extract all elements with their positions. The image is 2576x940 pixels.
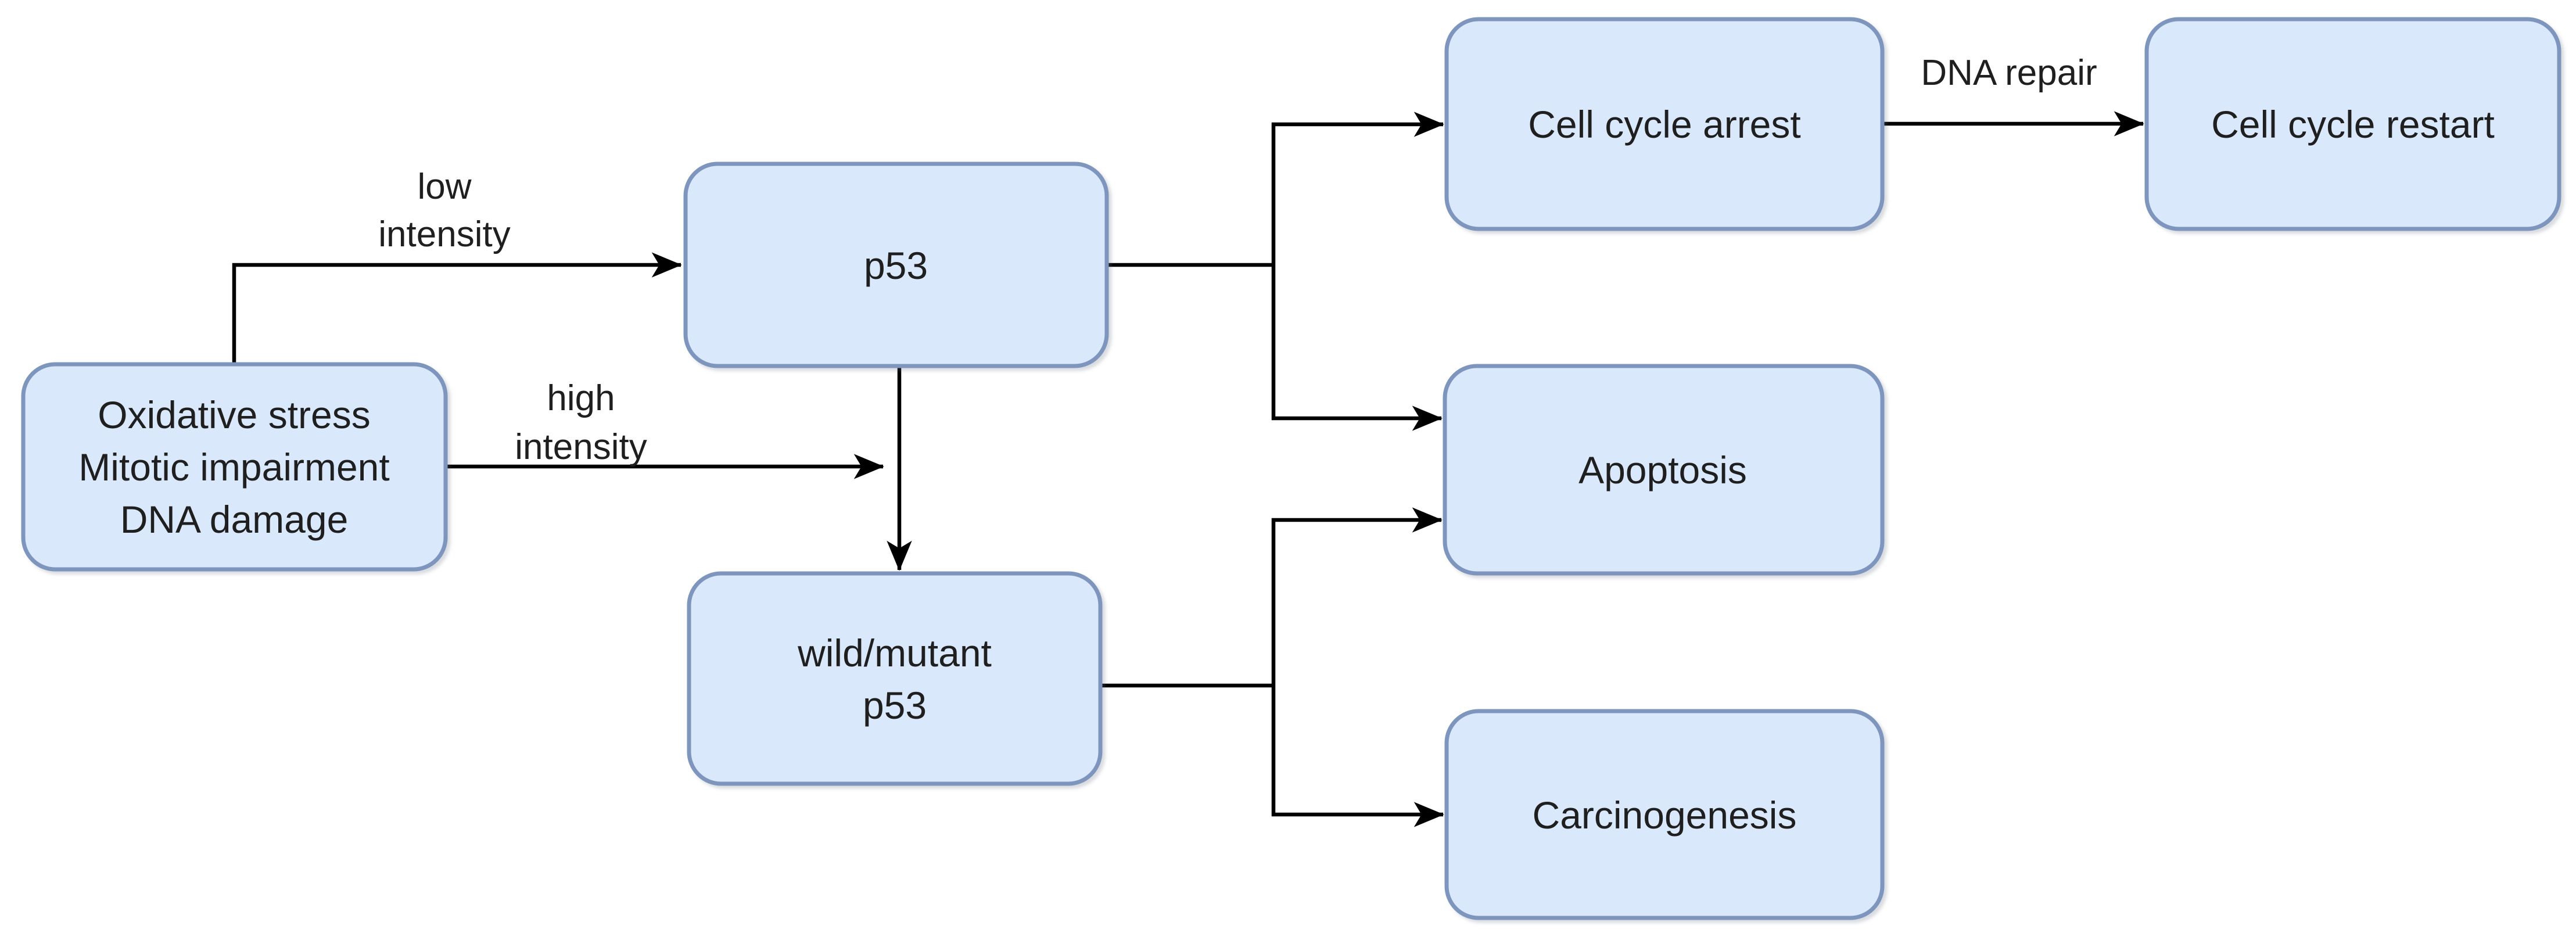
node-apoptosis-shape bbox=[1443, 364, 1885, 576]
node-cell-cycle-arrest-label: Cell cycle arrest bbox=[1528, 103, 1800, 146]
edge-p53-to-cell-cycle-arrest bbox=[1271, 112, 1444, 265]
node-cell-cycle-restart-label: Cell cycle restart bbox=[2211, 103, 2495, 146]
node-layer: Oxidative stress Mitotic impairment DNA … bbox=[21, 17, 2561, 920]
edge-p53-to-apoptosis bbox=[1271, 265, 1443, 431]
node-p53-shape bbox=[683, 162, 1109, 368]
node-stimuli-label-line1: Oxidative stress bbox=[98, 393, 370, 436]
edge-wild-mutant-to-carcinogenesis bbox=[1271, 686, 1444, 827]
node-wild-mutant-p53-label-line1: wild/mutant bbox=[797, 632, 992, 674]
edge-label-high-intensity-line1: high bbox=[547, 378, 615, 418]
node-cell-cycle-arrest-shape bbox=[1444, 17, 1885, 231]
edge-layer bbox=[232, 111, 2144, 827]
node-carcinogenesis: Carcinogenesis bbox=[1444, 709, 1885, 920]
node-stimuli-label-line3: DNA damage bbox=[120, 498, 349, 541]
node-wild-mutant-p53-label-line2: p53 bbox=[863, 684, 927, 727]
edge-label-dna-repair: DNA repair bbox=[1921, 53, 2097, 93]
node-cell-cycle-restart-shape bbox=[2144, 17, 2561, 231]
node-apoptosis-label: Apoptosis bbox=[1578, 449, 1747, 491]
node-carcinogenesis-shape bbox=[1444, 709, 1885, 920]
node-carcinogenesis-label: Carcinogenesis bbox=[1533, 794, 1797, 837]
node-wild-mutant-p53-shape bbox=[687, 571, 1103, 786]
node-stimuli: Oxidative stress Mitotic impairment DNA … bbox=[21, 362, 448, 572]
edge-label-layer: low intensity high intensity DNA repair bbox=[378, 53, 2097, 467]
edge-label-low-intensity-line2: intensity bbox=[378, 214, 510, 254]
node-p53: p53 bbox=[683, 162, 1109, 368]
edge-label-high-intensity-line2: intensity bbox=[515, 427, 647, 467]
edge-stimuli-to-p53 bbox=[232, 252, 682, 364]
edge-label-low-intensity-line1: low bbox=[417, 167, 471, 207]
node-wild-mutant-p53: wild/mutant p53 bbox=[687, 571, 1103, 786]
node-p53-label: p53 bbox=[864, 244, 928, 287]
node-cell-cycle-restart: Cell cycle restart bbox=[2144, 17, 2561, 231]
node-cell-cycle-arrest: Cell cycle arrest bbox=[1444, 17, 1885, 231]
node-stimuli-label-line2: Mitotic impairment bbox=[78, 446, 389, 489]
node-stimuli-shape bbox=[21, 362, 448, 572]
edge-wild-mutant-to-apoptosis bbox=[1271, 507, 1443, 686]
node-apoptosis: Apoptosis bbox=[1443, 364, 1885, 576]
